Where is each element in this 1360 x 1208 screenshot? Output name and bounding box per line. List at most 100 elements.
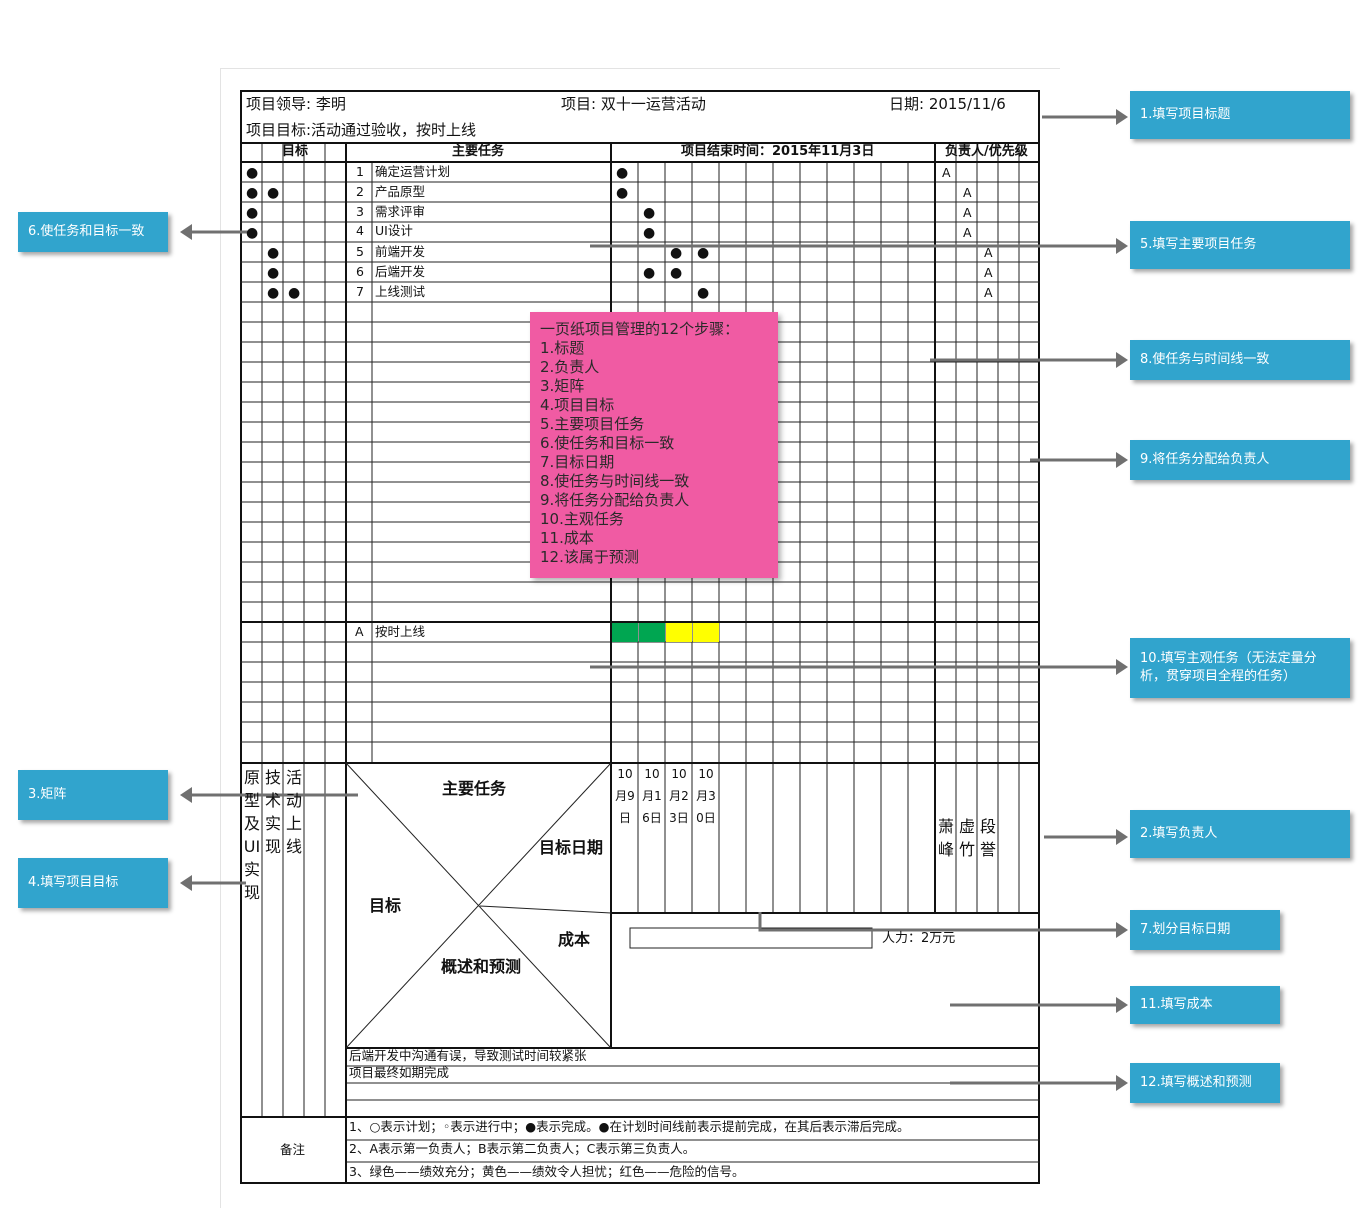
objective-label: 原型及UI实现 (243, 768, 261, 902)
timeline-dot: ● (643, 265, 656, 281)
goal-dot: ● (246, 185, 259, 201)
callout-10: 10.填写主观任务（无法定量分析，贯穿项目全程的任务） (1130, 638, 1350, 698)
owner-mark: A (984, 245, 993, 260)
task-number: 3 (356, 204, 364, 219)
page-edge (220, 68, 221, 1208)
goal-dot: ● (288, 285, 301, 301)
diagonal-line (479, 905, 612, 914)
sticky-item: 4.项目目标 (540, 396, 615, 414)
arrow-head-icon (1116, 1075, 1128, 1091)
sticky-item: 10.主观任务 (540, 510, 624, 528)
column-header-owner: 负责人/优先级 (945, 144, 1028, 159)
diagonal-label-goal: 目标 (369, 896, 402, 915)
arrow-head-icon (180, 787, 192, 803)
column-header-goal: 目标 (282, 144, 309, 159)
callout-5: 5.填写主要项目任务 (1130, 221, 1350, 269)
owner-mark: A (984, 285, 993, 300)
diagonal-label-tasks: 主要任务 (442, 779, 507, 798)
timeline-dot: ● (643, 205, 656, 221)
project-leader: 项目领导: 李明 (246, 95, 346, 113)
target-date: 10月23日 (669, 767, 689, 825)
task-name: 后端开发 (375, 264, 426, 279)
timeline-dot: ● (616, 165, 629, 181)
callout-11: 11.填写成本 (1130, 986, 1280, 1024)
subjective-task: 按时上线 (375, 624, 426, 639)
sticky-item: 11.成本 (540, 529, 594, 547)
arrow-head-icon (1116, 922, 1128, 938)
arrow-head-icon (1116, 238, 1128, 254)
task-name: UI设计 (375, 223, 413, 238)
remark-line: 2、A表示第一负责人；B表示第二负责人；C表示第三负责人。 (349, 1141, 696, 1156)
summary-line: 项目最终如期完成 (349, 1065, 450, 1080)
callout-8: 8.使任务与时间线一致 (1130, 340, 1350, 380)
arrow-head-icon (1116, 659, 1128, 675)
task-number: 6 (356, 264, 364, 279)
sticky-item: 1.标题 (540, 339, 585, 357)
task-name: 前端开发 (375, 244, 426, 259)
column-header-timeline: 项目结束时间：2015年11月3日 (681, 144, 875, 159)
cost-input-box (629, 927, 873, 949)
timeline-dot: ● (643, 225, 656, 241)
owner-mark: A (942, 165, 951, 180)
callout-7: 7.划分目标日期 (1130, 910, 1280, 950)
task-number: 5 (356, 244, 364, 259)
sticky-item: 12.该属于预测 (540, 548, 639, 566)
task-number: 7 (356, 284, 364, 299)
owner-mark: A (963, 185, 972, 200)
timeline-dot: ● (670, 265, 683, 281)
goal-dot: ● (267, 185, 280, 201)
status-cell (612, 623, 638, 642)
cost-value: 人力：2万元 (882, 931, 956, 946)
arrow-head-icon (1116, 109, 1128, 125)
goal-dot: ● (246, 165, 259, 181)
sticky-note-steps: 一页纸项目管理的12个步骤： 1.标题 2.负责人 3.矩阵 4.项目目标 5.… (530, 312, 778, 578)
sticky-item: 6.使任务和目标一致 (540, 434, 675, 452)
owner-name: 段誉 (979, 817, 996, 859)
arrow-head-icon (1116, 997, 1128, 1013)
status-cell (693, 623, 719, 642)
column-header-tasks: 主要任务 (452, 144, 505, 159)
owner-name: 虚竹 (958, 817, 975, 859)
arrow-head-icon (1116, 829, 1128, 845)
objective-label: 技术实现 (264, 768, 281, 856)
arrow-head-icon (180, 224, 192, 240)
callout-9: 9.将任务分配给负责人 (1130, 440, 1350, 480)
arrow-head-icon (180, 875, 192, 891)
owner-name: 萧峰 (937, 817, 954, 859)
callout-2: 2.填写负责人 (1130, 810, 1350, 858)
callout-3: 3.矩阵 (18, 770, 168, 820)
timeline-dot: ● (697, 285, 710, 301)
subjective-letter: A (355, 624, 364, 639)
callout-6: 6.使任务和目标一致 (18, 212, 168, 252)
goal-dot: ● (246, 225, 259, 241)
status-cell (666, 623, 692, 642)
project-name: 项目: 双十一运营活动 (561, 95, 706, 113)
page-edge (220, 68, 1060, 69)
sticky-item: 2.负责人 (540, 358, 600, 376)
task-number: 1 (356, 164, 364, 179)
task-name: 需求评审 (375, 204, 426, 219)
objective-label: 活动上线 (285, 768, 302, 856)
goal-dot: ● (267, 245, 280, 261)
remarks-label: 备注 (280, 1142, 306, 1157)
diagonal-label-cost: 成本 (558, 930, 591, 949)
timeline-dot: ● (670, 245, 683, 261)
goal-dot: ● (267, 285, 280, 301)
target-date: 10月16日 (642, 767, 662, 825)
project-date: 日期: 2015/11/6 (889, 95, 1006, 113)
sticky-title: 一页纸项目管理的12个步骤： (540, 320, 740, 338)
sticky-item: 9.将任务分配给负责人 (540, 491, 690, 509)
arrow-head-icon (1116, 352, 1128, 368)
task-name: 产品原型 (375, 184, 426, 199)
arrow-head-icon (1116, 452, 1128, 468)
diagonal-line (345, 762, 612, 1049)
goal-dot: ● (246, 205, 259, 221)
owner-mark: A (963, 225, 972, 240)
task-number: 2 (356, 184, 364, 199)
diagonal-label-summary: 概述和预测 (441, 957, 522, 976)
sticky-item: 8.使任务与时间线一致 (540, 472, 690, 490)
project-goal: 项目目标:活动通过验收，按时上线 (246, 121, 477, 139)
remark-line: 3、绿色——绩效充分；黄色——绩效令人担忧；红色——危险的信号。 (349, 1164, 745, 1179)
timeline-dot: ● (697, 245, 710, 261)
task-name: 确定运营计划 (375, 164, 451, 179)
